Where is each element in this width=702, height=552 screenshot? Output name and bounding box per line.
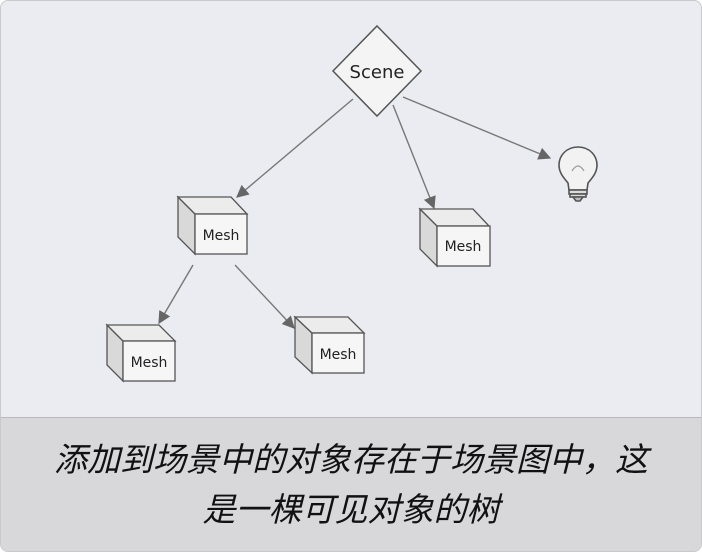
edge-scene-to-mesh-left — [236, 98, 354, 198]
lightbulb-icon — [558, 146, 598, 202]
edge-mesh-to-child-right — [234, 264, 295, 329]
mesh-label-1: Mesh — [203, 228, 240, 244]
caption-line-1: 添加到场景中的对象存在于场景图中，这 — [54, 440, 648, 479]
mesh-label-2: Mesh — [445, 239, 482, 255]
caption: 添加到场景中的对象存在于场景图中，这 是一棵可见对象的树 — [1, 417, 701, 551]
mesh-node-1: Mesh — [176, 195, 249, 256]
mesh-label-4: Mesh — [320, 347, 357, 363]
mesh-node-2: Mesh — [418, 207, 491, 268]
edges — [158, 96, 552, 329]
caption-line-2: 是一棵可见对象的树 — [202, 490, 500, 529]
mesh-node-4: Mesh — [293, 315, 366, 375]
scene-node: Scene — [331, 24, 423, 118]
scene-graph-diagram: Scene Mesh Mesh Mesh Mesh — [105, 24, 598, 383]
edge-scene-to-mesh-right — [392, 104, 436, 210]
edge-scene-to-light — [402, 96, 552, 160]
mesh-label-3: Mesh — [131, 355, 168, 371]
scene-label: Scene — [350, 62, 405, 83]
mesh-node-3: Mesh — [105, 323, 177, 383]
edge-mesh-to-child-left — [158, 264, 194, 325]
